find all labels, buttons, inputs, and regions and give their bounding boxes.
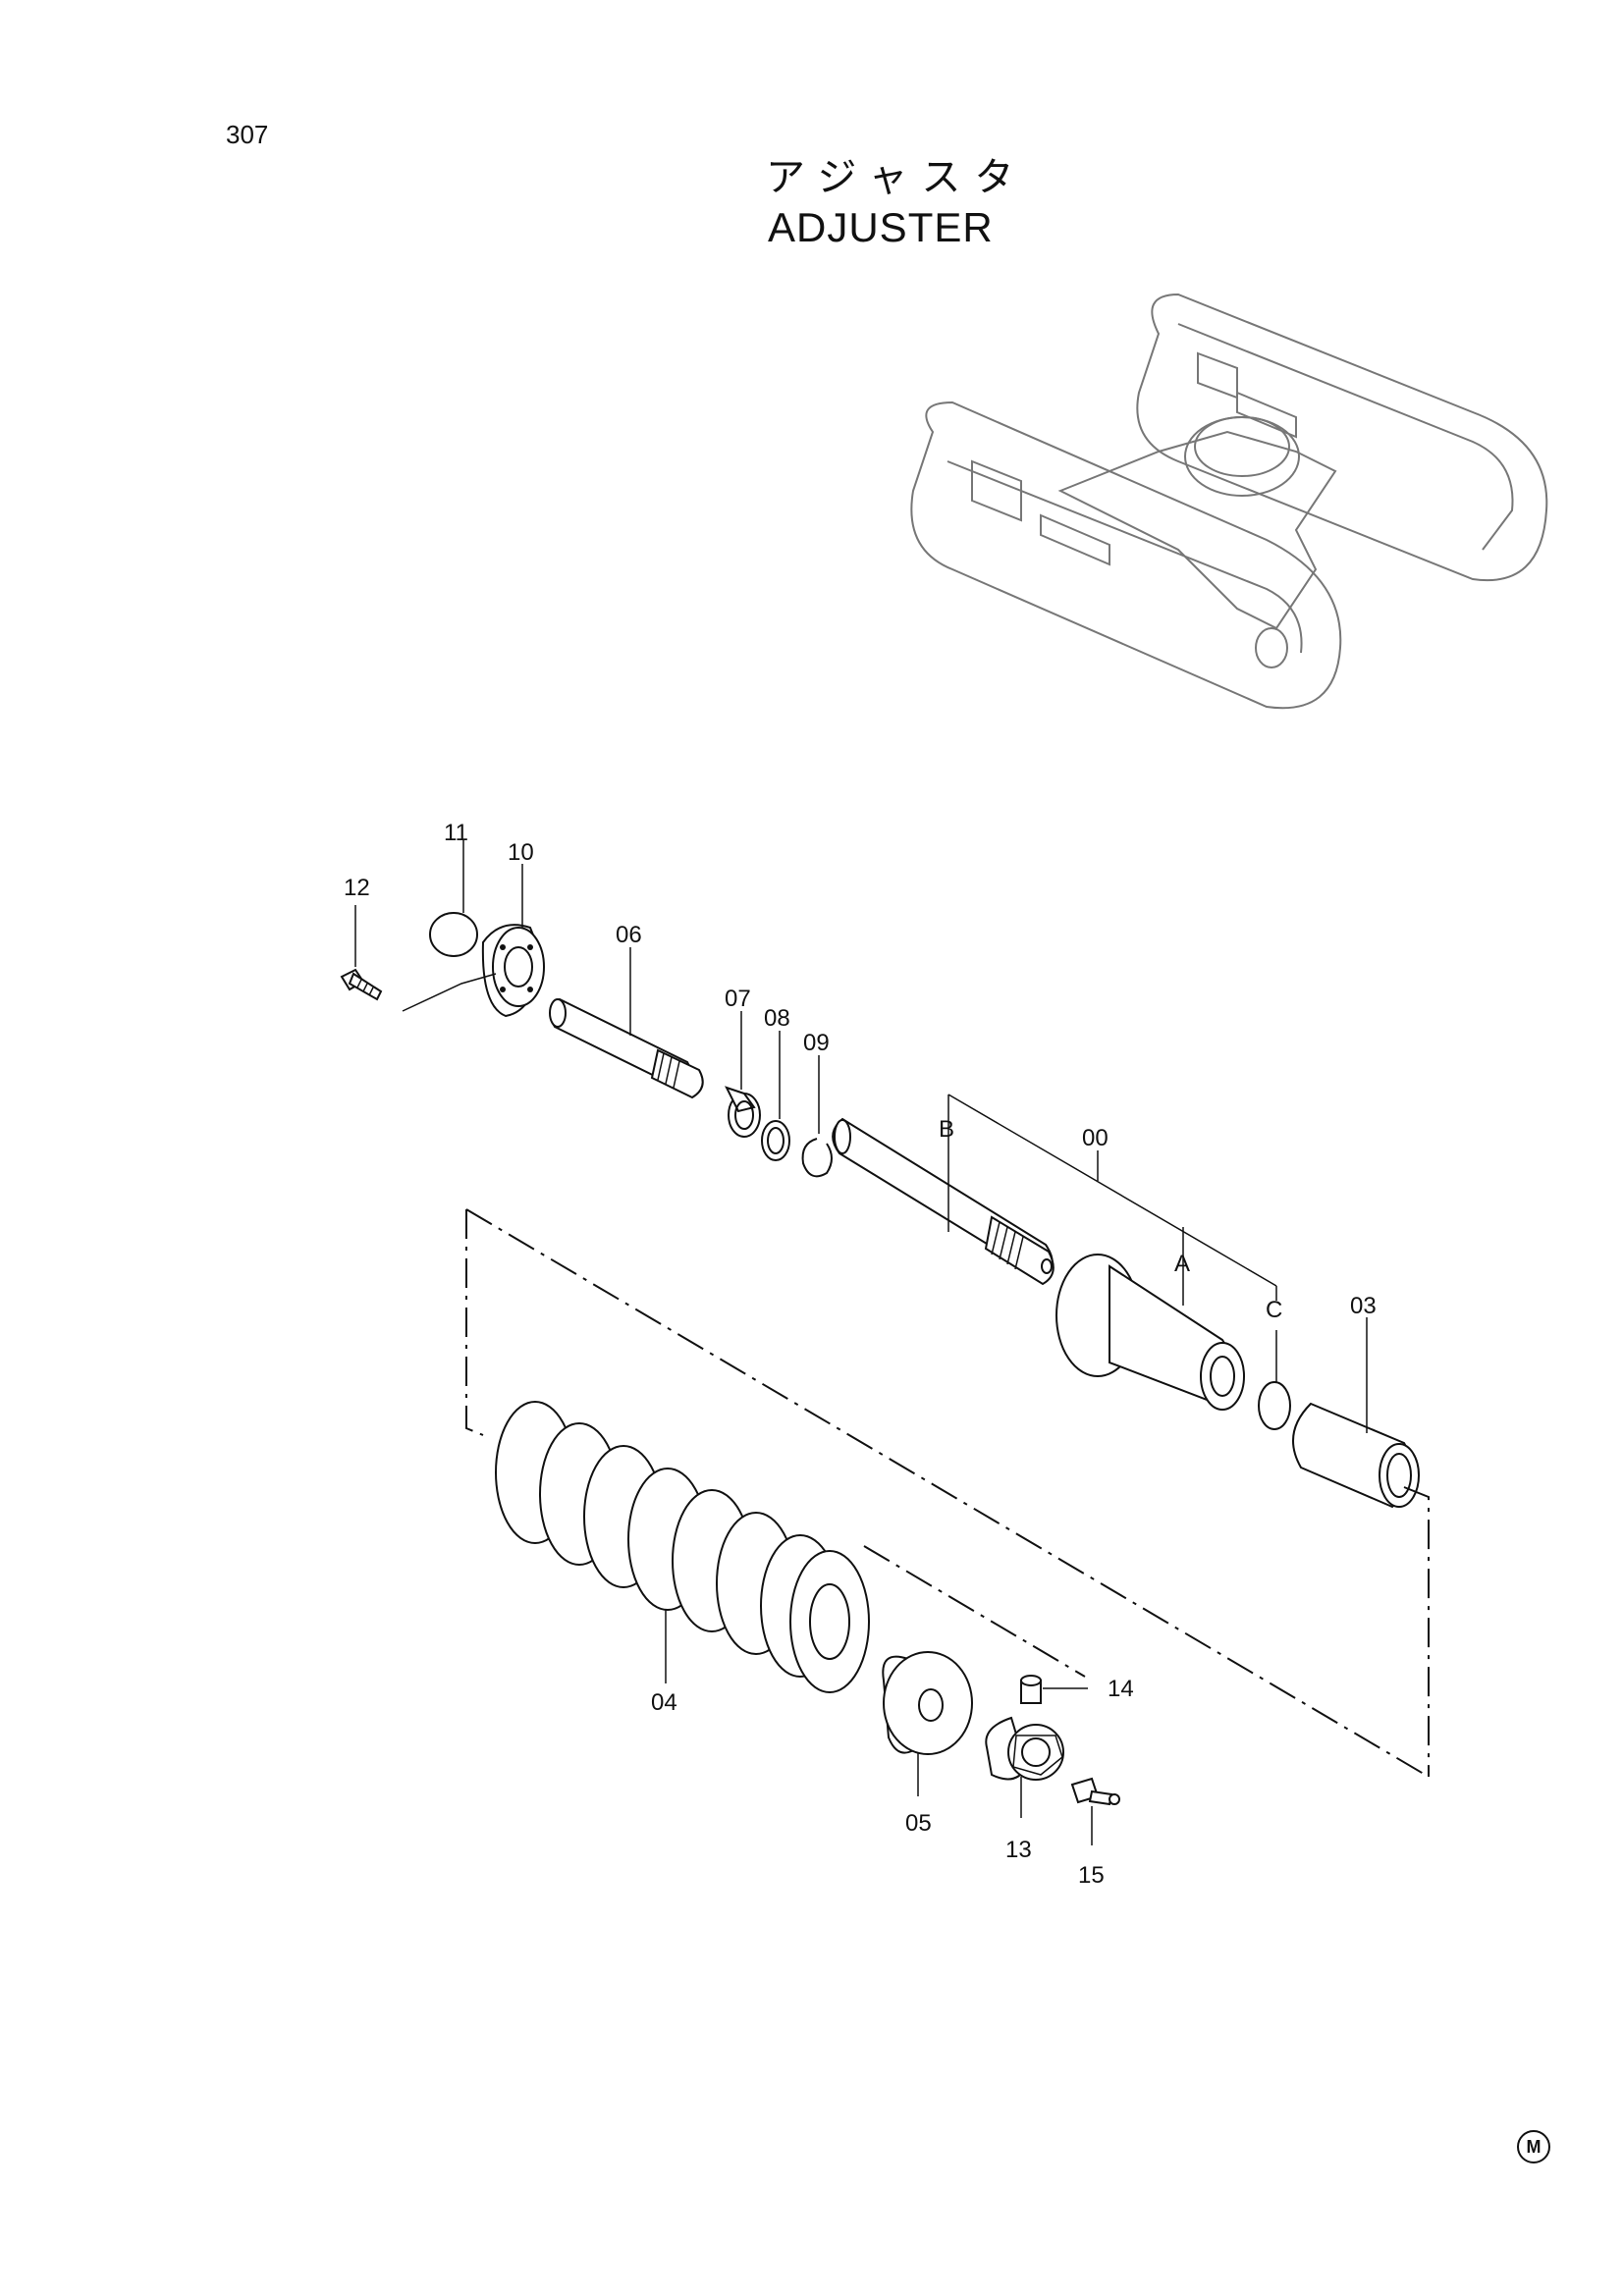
part-11-o-ring — [429, 912, 478, 957]
callout-11: 11 — [444, 820, 468, 846]
part-04-spring — [495, 1401, 870, 1693]
callout-14: 14 — [1108, 1676, 1134, 1702]
part-10-flange — [481, 924, 545, 1018]
part-b-piston-rod — [832, 1117, 1055, 1286]
callout-15: 15 — [1078, 1862, 1105, 1889]
part-06-rod — [549, 997, 704, 1099]
part-14-cap — [1020, 1675, 1042, 1704]
callout-07: 07 — [725, 986, 751, 1012]
assembly-line-12-10 — [402, 973, 497, 1012]
bracket-00 — [947, 1094, 1277, 1287]
callout-04: 04 — [651, 1689, 677, 1716]
assembly-frame-left — [465, 1209, 484, 1436]
part-09-snap-ring — [801, 1138, 833, 1178]
callout-13: 13 — [1005, 1837, 1032, 1863]
assembly-frame-top — [465, 1208, 1430, 1778]
assembly-frame-mid — [863, 1545, 1086, 1678]
callout-c: C — [1266, 1297, 1282, 1323]
callout-06: 06 — [616, 922, 642, 948]
title-english: ADJUSTER — [768, 204, 994, 250]
part-13-nut — [985, 1716, 1064, 1781]
callout-03: 03 — [1350, 1293, 1377, 1319]
part-12-bolt — [340, 968, 383, 1001]
undercarriage-reference-sketch — [910, 293, 1548, 710]
callout-08: 08 — [764, 1005, 790, 1032]
callout-12: 12 — [344, 875, 370, 901]
part-a-cylinder — [1055, 1254, 1245, 1411]
callout-a: A — [1174, 1251, 1190, 1277]
title-japanese: アジャスタ — [766, 155, 1028, 200]
callout-00: 00 — [1082, 1125, 1109, 1151]
part-08-ring — [761, 1120, 790, 1161]
part-07-bushing — [725, 1086, 761, 1138]
part-05-spring-seat — [882, 1651, 973, 1755]
part-c-o-ring — [1258, 1381, 1291, 1430]
part-03-sleeve — [1292, 1402, 1420, 1509]
callout-05: 05 — [905, 1810, 932, 1837]
page-number: 307 — [226, 120, 269, 149]
callout-b: B — [939, 1116, 954, 1143]
callout-09: 09 — [803, 1030, 830, 1056]
part-15-grease-fitting — [1070, 1777, 1120, 1806]
assembly-frame-right — [1403, 1486, 1430, 1777]
callout-10: 10 — [508, 839, 534, 866]
manufacturer-mark: M — [1517, 2130, 1550, 2163]
